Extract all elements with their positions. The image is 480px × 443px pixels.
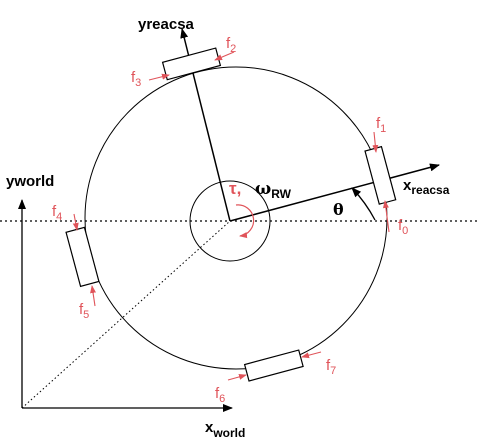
force-arrow-f2	[214, 51, 235, 61]
force-label-f1: f1	[376, 115, 386, 135]
force-label-f3: f3	[131, 69, 141, 89]
x-reacsa-label: xreacsa	[403, 177, 450, 197]
thruster-bottom	[243, 349, 304, 382]
force-arrow-f3	[148, 73, 170, 81]
y-reacsa-label: yreacsa	[138, 16, 195, 33]
omega-rw-label: ωRW	[255, 179, 292, 201]
force-label-f5: f5	[79, 301, 89, 321]
force-arrow-f1	[372, 131, 379, 153]
force-arrow-f6	[227, 373, 247, 381]
force-arrow-f4	[72, 213, 79, 231]
force-label-f2: f2	[226, 35, 236, 55]
force-arrow-f0	[382, 200, 390, 233]
x-reacsa-axis	[229, 163, 440, 222]
torque-arc-icon	[235, 204, 255, 239]
y-world-label: yworld	[6, 173, 54, 190]
thruster-left	[65, 226, 100, 288]
force-label-f0: f0	[398, 217, 408, 237]
thruster-right	[364, 145, 397, 205]
force-label-f4: f4	[52, 203, 62, 223]
position-vector-line	[21, 220, 231, 409]
reaction-wheel-circle	[189, 180, 271, 262]
force-label-f6: f6	[215, 385, 225, 405]
x-world-label: xworld	[205, 419, 245, 440]
thruster-top	[161, 47, 222, 81]
theta-label: θ	[333, 200, 344, 219]
force-arrow-f5	[90, 285, 97, 307]
theta-angle-arc	[351, 187, 376, 221]
torque-symbol: τ,	[229, 179, 241, 198]
force-arrow-f7	[301, 351, 322, 359]
force-label-f7: f7	[326, 357, 336, 377]
